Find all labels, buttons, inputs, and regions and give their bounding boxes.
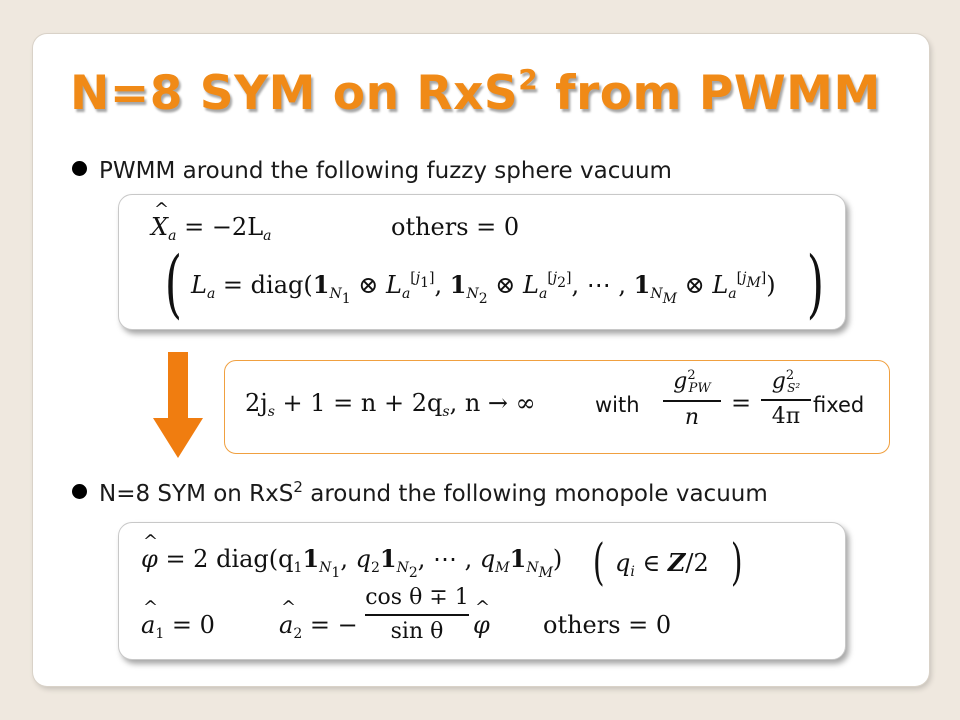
slide-title: N=8 SYM on RxS2 from PWMM: [70, 63, 881, 121]
x-hat-equation: X^a = −2La: [151, 199, 272, 244]
bullet-dot-icon: [72, 484, 87, 499]
l-diag-equation: La = diag(1N1 ⊗ La[j1], 1N2 ⊗ La[j2], ⋯ …: [191, 270, 776, 307]
right-paren-2: ): [730, 533, 743, 591]
others-zero-1: others = 0: [391, 213, 520, 241]
q-condition: qi ∈ Z/2: [615, 548, 709, 580]
bullet-dot-icon: [72, 161, 87, 176]
cos-sin-fraction: cos θ ∓ 1 sin θ: [365, 585, 469, 644]
bullet-sym: N=8 SYM on RxS2 around the following mon…: [72, 480, 768, 506]
left-paren-1: (: [164, 241, 183, 327]
a1-equation: a^1 = 0: [141, 597, 215, 642]
limit-relation-box: 2js + 1 = n + 2qs, n → ∞ with g2PW n = g…: [224, 360, 890, 454]
fuzzy-sphere-equation-box: X^a = −2La others = 0 ( La = diag(1N1 ⊗ …: [118, 194, 846, 330]
monopole-equation-box: φ^ = 2 diag(q11N1, q21N2, ⋯ , qM1NM) ( q…: [118, 522, 846, 660]
right-paren-1: ): [806, 241, 825, 327]
fixed-label: fixed: [813, 393, 865, 417]
with-label: with: [595, 393, 640, 417]
limit-equation: 2js + 1 = n + 2qs, n → ∞: [245, 389, 536, 420]
left-paren-2: (: [592, 533, 605, 591]
bullet-pwmm: PWMM around the following fuzzy sphere v…: [72, 160, 672, 183]
others-zero-2: others = 0: [543, 611, 672, 639]
a2-equation-lhs: a^2 = −: [279, 597, 358, 642]
phi-equation: φ^ = 2 diag(q11N1, q21N2, ⋯ , qM1NM): [141, 531, 563, 581]
gpw-over-n-fraction: g2PW n: [663, 369, 721, 429]
equals-sign: =: [731, 389, 752, 417]
a2-phi: φ^: [473, 597, 491, 639]
down-arrow-icon: [153, 352, 203, 458]
gs2-over-4pi-fraction: g2S² 4π: [761, 369, 811, 428]
